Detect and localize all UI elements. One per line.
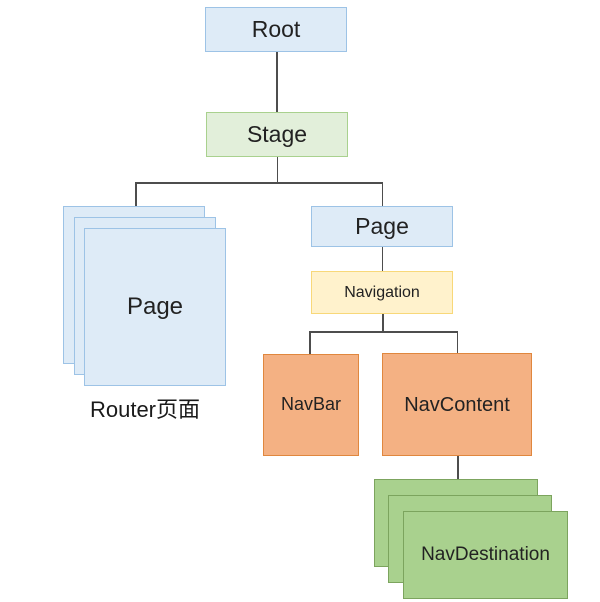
router-pages-caption: Router页面	[89, 397, 201, 422]
connector-navigation-navcontent-drop	[456, 331, 458, 354]
node-stage-label: Stage	[246, 120, 308, 147]
connector-stage-page-drop	[381, 182, 383, 207]
node-navdestination-stack-front: NavDestination	[403, 511, 568, 599]
connector-stage-routerpages-drop	[135, 182, 137, 207]
node-router-pages-label: Page	[126, 292, 184, 320]
connector-stage-stem	[276, 157, 278, 182]
node-stage: Stage	[206, 112, 348, 157]
connector-navcontent-navdestination	[457, 456, 459, 480]
connector-root-stage	[276, 52, 278, 112]
node-root: Root	[205, 7, 347, 52]
node-router-pages-stack-front: Page	[84, 228, 226, 386]
connector-navigation-navbar-drop	[309, 331, 311, 354]
node-navigation-label: Navigation	[344, 283, 420, 301]
node-navdestination-label: NavDestination	[421, 543, 550, 565]
node-navbar-label: NavBar	[280, 394, 342, 415]
node-navcontent: NavContent	[382, 353, 532, 456]
connector-navigation-branch-bar	[309, 331, 458, 333]
connector-navigation-stem	[382, 314, 384, 331]
node-page: Page	[311, 206, 453, 247]
node-navcontent-label: NavContent	[404, 393, 510, 416]
node-root-label: Root	[251, 15, 301, 42]
node-navigation: Navigation	[311, 271, 453, 314]
node-navbar: NavBar	[263, 354, 359, 456]
node-page-label: Page	[355, 212, 409, 239]
connector-page-navigation	[381, 247, 383, 271]
connector-stage-branch-bar	[135, 182, 383, 184]
